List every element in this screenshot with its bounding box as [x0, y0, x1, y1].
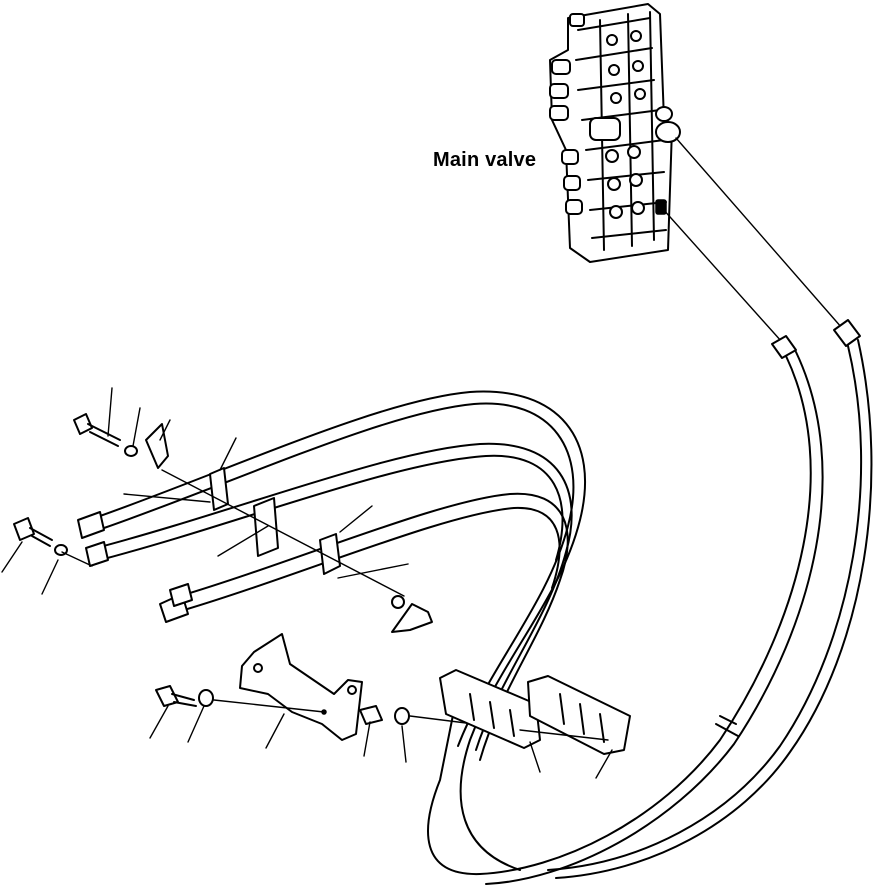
hose-end-fittings — [77, 511, 193, 623]
callout-leaders — [1, 387, 613, 779]
valve-spool-fittings — [549, 13, 681, 219]
main-valve-label: Main valve — [433, 149, 537, 171]
main-valve-assembly — [549, 3, 681, 263]
hose-bundle-left — [77, 390, 586, 871]
lower-bracket-assembly — [155, 633, 631, 755]
hose-bundle-right — [427, 319, 873, 885]
valve-leader-lines — [661, 137, 843, 343]
